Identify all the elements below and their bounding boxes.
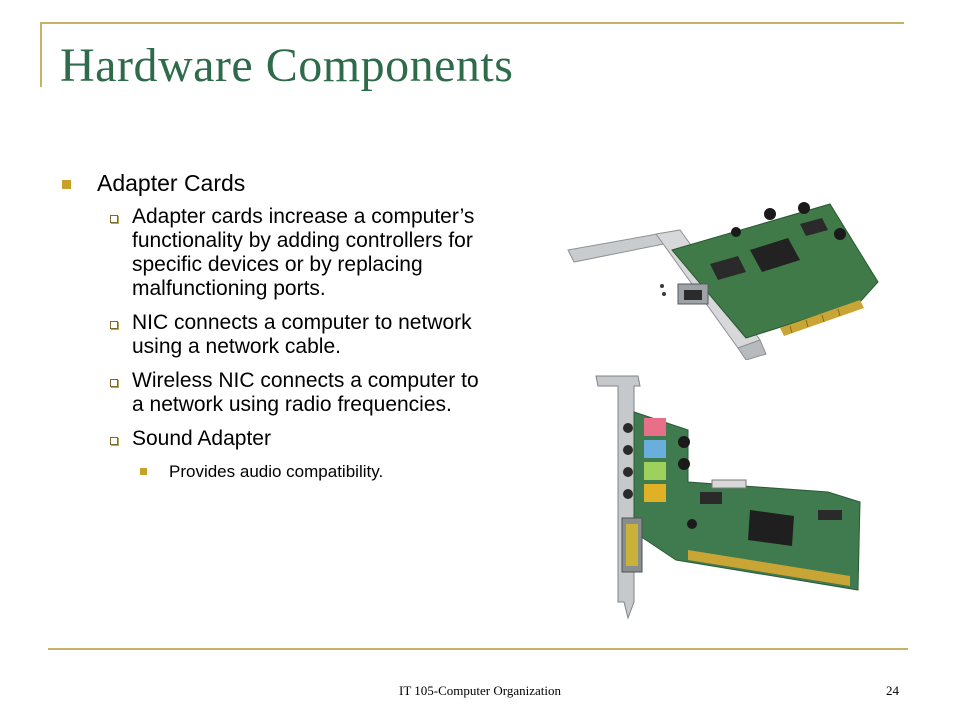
hollow-square-bullet-icon [110, 437, 118, 445]
bullet-text: Adapter Cards [97, 170, 246, 196]
sub-bullet-functionality: Adapter cards increase a computer’s func… [106, 205, 488, 301]
slide-title: Hardware Components [60, 39, 514, 92]
bullet-text: Provides audio compatibility. [169, 462, 384, 481]
bullet-text: Wireless NIC connects a computer to a ne… [132, 369, 479, 416]
bullet-list: Adapter Cards Adapter cards increase a c… [58, 170, 488, 488]
footer-divider [48, 648, 908, 650]
footer-course-title: IT 105-Computer Organization [399, 683, 561, 698]
square-bullet-icon [140, 468, 147, 475]
square-bullet-icon [62, 180, 71, 189]
network-card-image [567, 202, 879, 360]
bullet-adapter-cards: Adapter Cards [58, 170, 488, 197]
hollow-square-bullet-icon [110, 215, 118, 223]
sub-bullet-nic: NIC connects a computer to network using… [106, 311, 488, 359]
sub-bullet-wireless-nic: Wireless NIC connects a computer to a ne… [106, 369, 488, 417]
bullet-text: NIC connects a computer to network using… [132, 311, 472, 358]
hollow-square-bullet-icon [110, 379, 118, 387]
frame-top-line [40, 22, 904, 24]
bullet-text: Adapter cards increase a computer’s func… [132, 205, 475, 300]
bullet-text: Sound Adapter [132, 427, 271, 450]
frame-left-line [40, 22, 42, 87]
slide-page-number: 24 [886, 683, 899, 698]
hollow-square-bullet-icon [110, 321, 118, 329]
sub-bullet-sound-adapter: Sound Adapter [106, 427, 488, 451]
sub-sub-bullet-audio: Provides audio compatibility. [136, 461, 488, 482]
sound-card-image [595, 375, 861, 620]
